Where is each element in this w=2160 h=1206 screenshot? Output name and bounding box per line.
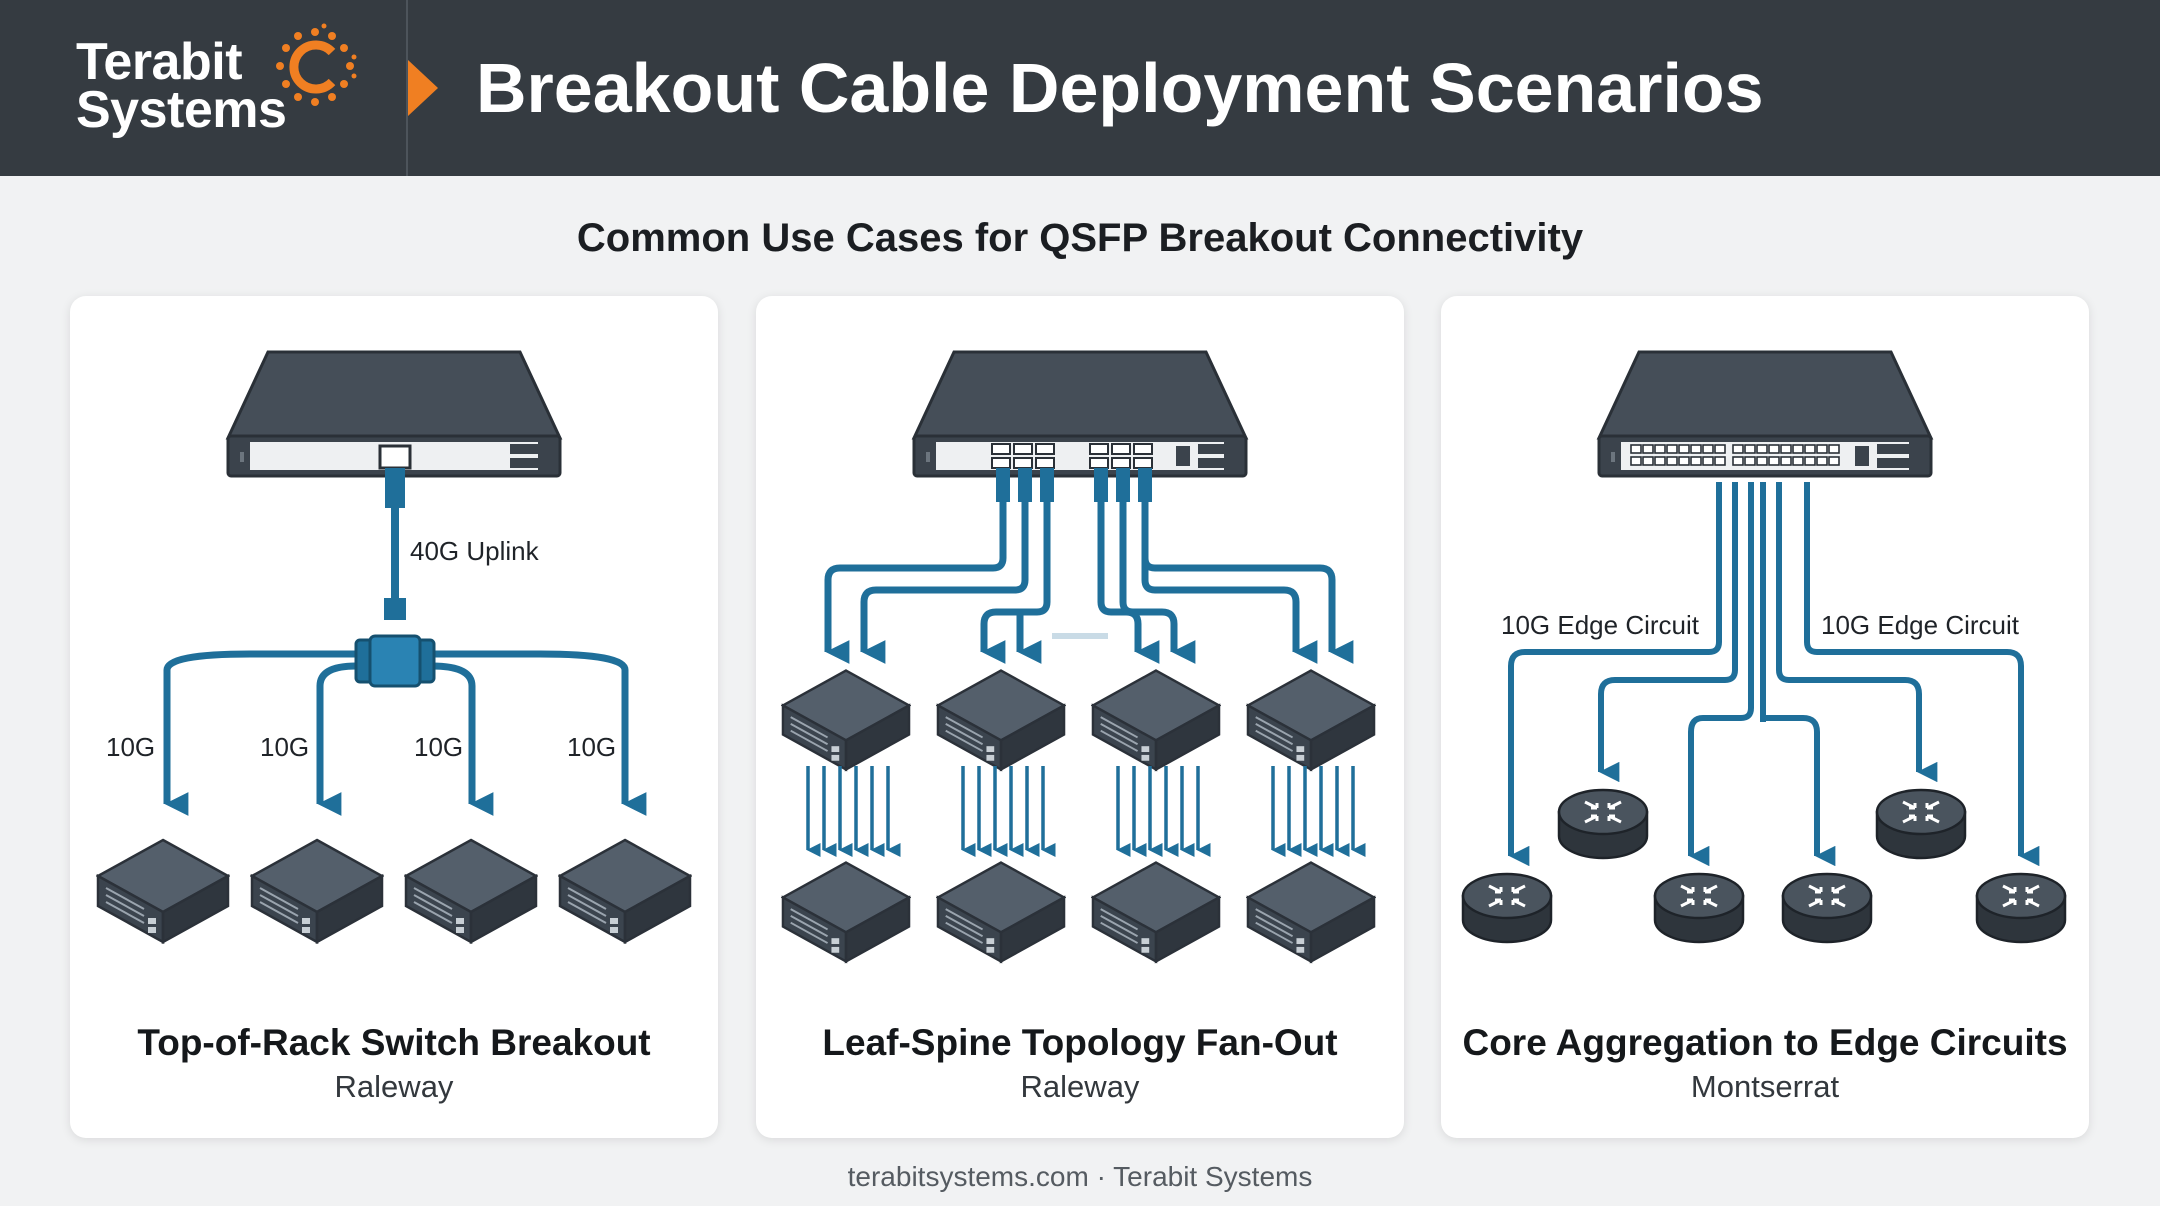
splitter-icon [354, 634, 436, 688]
fanout-cables [824, 502, 1354, 664]
router-icon [1975, 872, 2067, 944]
link-label: 10G [414, 732, 463, 762]
routers [1461, 788, 2067, 944]
panel-title: Core Aggregation to Edge Circuits [1462, 1022, 2068, 1063]
page-title: Breakout Cable Deployment Scenarios [476, 49, 1764, 127]
router-icon [1653, 872, 1745, 944]
panel-leaf-spine: Leaf-Spine Topology Fan-Out Raleway [756, 296, 1404, 1138]
switch-icon [1597, 350, 1933, 478]
switch-icon [226, 350, 562, 478]
downlink-cables [806, 766, 1366, 857]
servers [96, 838, 692, 944]
link-label: 10G [260, 732, 309, 762]
router-icon [1781, 872, 1873, 944]
edge-circuit-cables [1508, 482, 2040, 856]
leaf-spine-diagram [781, 350, 1376, 963]
edge-circuit-label: 10G Edge Circuit [1821, 610, 2020, 640]
uplink-label: 40G Uplink [410, 536, 540, 566]
server-icon [1246, 669, 1376, 771]
breakout-connectors [996, 468, 1152, 502]
server-icon [1091, 669, 1221, 771]
link-label: 10G [567, 732, 616, 762]
header-divider [406, 0, 408, 176]
panel-font-name: Raleway [1020, 1069, 1140, 1104]
panel-font-name: Montserrat [1690, 1069, 1840, 1104]
server-icon [404, 838, 538, 944]
panel-font-name: Raleway [334, 1069, 454, 1104]
server-icon [1091, 861, 1221, 963]
panel-core-aggregation: 10G Edge Circuit 10G Edge Circuit Core A… [1441, 296, 2089, 1138]
server-icon [781, 669, 911, 771]
panel-title: Leaf-Spine Topology Fan-Out [822, 1022, 1338, 1063]
top-of-rack-diagram: 40G Uplink 10G 10G 10G 10G [96, 350, 692, 944]
sun-logo-icon [276, 23, 357, 106]
chevron-right-icon [408, 60, 438, 116]
switch-icon [912, 350, 1248, 478]
header-bar: Terabit Systems Breakout Cable Deploymen… [0, 0, 2160, 176]
logo-line2: Systems [76, 81, 287, 139]
server-icon [96, 838, 230, 944]
server-icon [936, 861, 1066, 963]
core-aggregation-diagram: 10G Edge Circuit 10G Edge Circuit [1461, 350, 2067, 944]
server-icon [250, 838, 384, 944]
footer-credit: terabitsystems.com · Terabit Systems [847, 1161, 1313, 1192]
link-label: 10G [106, 732, 155, 762]
router-icon [1557, 788, 1649, 860]
breakout-cables [163, 650, 647, 816]
server-icon [936, 669, 1066, 771]
router-icon [1461, 872, 1553, 944]
uplink-cable [384, 468, 406, 620]
panel-title: Top-of-Rack Switch Breakout [137, 1022, 651, 1063]
servers [781, 861, 1376, 963]
company-logo: Terabit Systems [76, 23, 376, 148]
leaf-switches [781, 669, 1376, 771]
server-icon [781, 861, 911, 963]
router-icon [1875, 788, 1967, 860]
server-icon [1246, 861, 1376, 963]
edge-circuit-label: 10G Edge Circuit [1501, 610, 1700, 640]
logo-line1: Terabit [76, 33, 243, 91]
panel-top-of-rack: 40G Uplink 10G 10G 10G 10G Top-of-Rack S… [70, 296, 718, 1138]
server-icon [558, 838, 692, 944]
page-subtitle: Common Use Cases for QSFP Breakout Conne… [576, 216, 1584, 260]
